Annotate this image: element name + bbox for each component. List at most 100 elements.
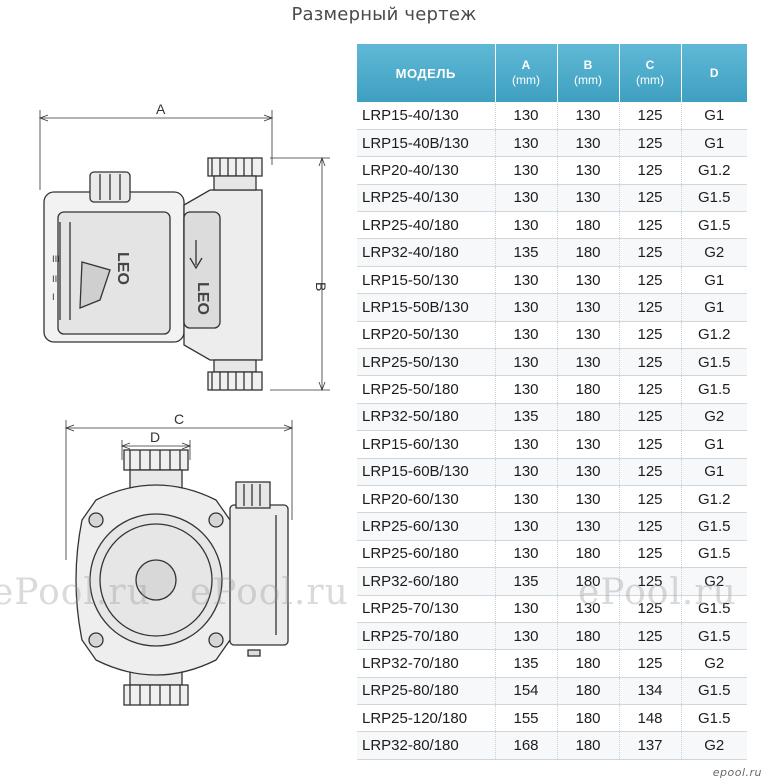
brand-mark-motor: LEO	[114, 252, 131, 285]
d-cell: G1.5	[681, 622, 747, 651]
c-cell: 125	[619, 129, 682, 158]
a-cell: 154	[495, 677, 558, 706]
b-cell: 130	[557, 430, 620, 459]
site-logo: epool.ru	[712, 766, 762, 779]
svg-text:I: I	[52, 293, 55, 303]
dimension-d-label: D	[150, 429, 160, 445]
model-cell: LRP32-50/180	[357, 403, 496, 432]
c-cell: 125	[619, 458, 682, 486]
model-cell: LRP15-50/130	[357, 266, 496, 295]
model-cell: LRP25-70/130	[357, 595, 496, 623]
a-cell: 130	[495, 129, 558, 158]
b-cell: 130	[557, 156, 620, 185]
a-cell: 130	[495, 293, 558, 322]
c-cell: 125	[619, 649, 682, 678]
a-cell: 130	[495, 211, 558, 240]
a-cell: 168	[495, 731, 558, 760]
a-cell: 135	[495, 649, 558, 678]
d-cell: G1	[681, 458, 747, 486]
header-d: D	[681, 44, 747, 102]
d-cell: G2	[681, 649, 747, 678]
svg-text:III: III	[52, 255, 60, 265]
page-title: Размерный чертеж	[291, 4, 477, 25]
a-cell: 130	[495, 184, 558, 213]
model-cell: LRP20-50/130	[357, 321, 496, 350]
d-cell: G2	[681, 238, 747, 267]
d-cell: G1.5	[681, 184, 747, 213]
model-cell: LRP32-60/180	[357, 567, 496, 596]
c-cell: 125	[619, 403, 682, 432]
c-cell: 125	[619, 567, 682, 596]
model-cell: LRP25-40/180	[357, 211, 496, 240]
d-cell: G2	[681, 731, 747, 760]
b-cell: 180	[557, 649, 620, 678]
b-cell: 130	[557, 102, 620, 130]
d-cell: G1.2	[681, 321, 747, 350]
d-cell: G1	[681, 293, 747, 322]
a-cell: 130	[495, 156, 558, 185]
c-cell: 125	[619, 266, 682, 295]
a-cell: 155	[495, 704, 558, 733]
brand-mark-housing: LEO	[194, 282, 211, 315]
a-cell: 135	[495, 567, 558, 596]
c-cell: 125	[619, 512, 682, 541]
a-cell: 130	[495, 375, 558, 404]
d-cell: G1.5	[681, 512, 747, 541]
model-cell: LRP15-60B/130	[357, 458, 496, 486]
c-cell: 134	[619, 677, 682, 706]
dimension-drawing: III II I	[38, 101, 330, 706]
c-cell: 125	[619, 238, 682, 267]
c-cell: 125	[619, 540, 682, 569]
d-cell: G1.5	[681, 348, 747, 377]
header-b: B(mm)	[557, 44, 620, 102]
b-cell: 180	[557, 211, 620, 240]
d-cell: G1	[681, 129, 747, 158]
c-cell: 125	[619, 595, 682, 623]
b-cell: 180	[557, 677, 620, 706]
dimension-c-label: C	[174, 411, 184, 427]
header-a: A(mm)	[495, 44, 558, 102]
c-cell: 125	[619, 348, 682, 377]
b-cell: 180	[557, 403, 620, 432]
d-cell: G2	[681, 567, 747, 596]
d-cell: G1.5	[681, 540, 747, 569]
header-c: C(mm)	[619, 44, 682, 102]
d-cell: G1.5	[681, 704, 747, 733]
a-cell: 130	[495, 595, 558, 623]
b-cell: 130	[557, 348, 620, 377]
c-cell: 125	[619, 293, 682, 322]
a-cell: 130	[495, 430, 558, 459]
a-cell: 130	[495, 622, 558, 651]
model-cell: LRP15-60/130	[357, 430, 496, 459]
b-cell: 130	[557, 595, 620, 623]
d-cell: G2	[681, 403, 747, 432]
model-cell: LRP25-120/180	[357, 704, 496, 733]
b-cell: 130	[557, 321, 620, 350]
b-cell: 130	[557, 458, 620, 486]
b-cell: 180	[557, 731, 620, 760]
dimension-a-label: A	[156, 101, 166, 117]
b-cell: 180	[557, 622, 620, 651]
model-cell: LRP32-70/180	[357, 649, 496, 678]
c-cell: 125	[619, 375, 682, 404]
model-cell: LRP25-70/180	[357, 622, 496, 651]
d-cell: G1.5	[681, 595, 747, 623]
table-header-row: МОДЕЛЬ A(mm) B(mm) C(mm) D	[357, 44, 747, 102]
b-cell: 180	[557, 704, 620, 733]
